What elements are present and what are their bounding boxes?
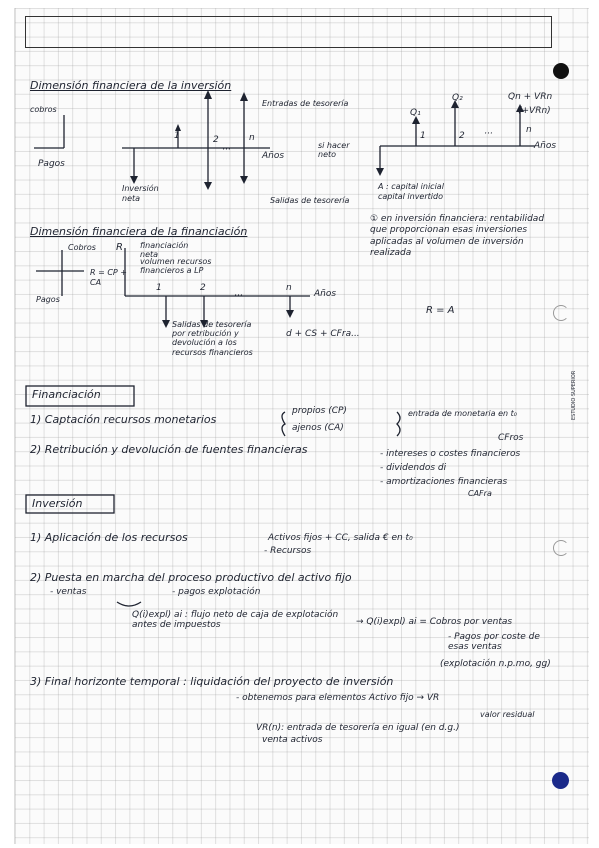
venta-label: venta activos xyxy=(262,735,323,745)
salidas2-label: Salidas de tesorería por retribución y d… xyxy=(172,320,253,357)
inv-item2: 2) Puesta en marcha del proceso producti… xyxy=(30,571,352,584)
amort-label: - amortizaciones financieras xyxy=(380,477,508,487)
salidas-label: Salidas de tesorería xyxy=(270,196,350,205)
black-tab-dot xyxy=(553,63,569,79)
ring-hole-2 xyxy=(553,540,569,556)
tick-dots: ··· xyxy=(222,145,231,155)
tick-1-sec2: 1 xyxy=(156,283,162,293)
si-hacer-label: si hacer neto xyxy=(318,141,350,159)
tick-1-right: 1 xyxy=(420,131,426,141)
explot-label: (explotación n.p.mo, gg) xyxy=(440,659,551,669)
inv-item3: 3) Final horizonte temporal : liquidació… xyxy=(30,675,394,688)
pagos-coste-label: - Pagos por coste de esas ventas xyxy=(448,632,540,653)
cobros-label: cobros xyxy=(30,105,57,114)
cafra-label: CAFra xyxy=(468,489,492,498)
recursos-label: - Recursos xyxy=(264,546,312,556)
top-box xyxy=(25,16,552,48)
tick-n-sec2: n xyxy=(286,283,292,293)
financiacion-heading: Financiación xyxy=(32,388,101,401)
inversion-neta-label: Inversión neta xyxy=(122,184,159,203)
section2-title: Dimensión financiera de la financiación xyxy=(30,225,248,238)
point1-text: ① en inversión financiera: rentabilidad … xyxy=(370,214,545,258)
tick-2-sec2: 2 xyxy=(200,283,206,293)
side-label: ESTUDIO SUPERIOR xyxy=(571,370,577,420)
ventas-label: - ventas xyxy=(50,587,87,597)
pagos-exp-label: - pagos explotación xyxy=(172,587,261,597)
tick-dots-right: ··· xyxy=(484,129,493,139)
fin-item2: 2) Retribución y devolución de fuentes f… xyxy=(30,443,308,456)
dividendos-label: - dividendos di xyxy=(380,463,447,473)
equation-r-a: R = A xyxy=(426,305,455,316)
valor-residual-label: valor residual xyxy=(480,710,535,719)
anos-label: Años xyxy=(262,151,285,161)
inversion-heading: Inversión xyxy=(32,497,83,510)
r-label: R xyxy=(116,242,123,253)
inv-item1: 1) Aplicación de los recursos xyxy=(30,531,188,544)
a-capital-label: A : capital inicial capital invertido xyxy=(378,182,444,201)
qi-label: Q(i)expl) ai : flujo neto de caja de exp… xyxy=(132,610,339,631)
formula-label: d + CS + CFra... xyxy=(286,329,360,339)
fin-neta-label: financiación neta xyxy=(140,241,189,259)
tick-dots-sec2: ··· xyxy=(234,291,243,301)
pagos2-label: Pagos xyxy=(36,295,60,304)
ring-hole-1 xyxy=(553,305,569,321)
tick-n-right: n xyxy=(526,125,532,135)
cobros2-label: Cobros xyxy=(68,243,96,252)
tick-1: 1 xyxy=(174,131,180,141)
pagos-label: Pagos xyxy=(38,159,65,169)
volumen-label: volumen recursos financieros a LP xyxy=(140,257,212,275)
propios-label: propios (CP) xyxy=(292,406,347,416)
activos-label: Activos fijos + CC, salida € en t₀ xyxy=(268,533,413,543)
anos-right-label: Años xyxy=(534,141,557,151)
blue-tab-dot xyxy=(552,772,569,789)
section1-title: Dimensión financiera de la inversión xyxy=(30,79,232,92)
qn2-label: (+VRn) xyxy=(518,106,551,116)
intereses-label: - intereses o costes financieros xyxy=(380,449,521,459)
notebook-page xyxy=(14,8,589,844)
cfros-label: CFros xyxy=(498,433,524,443)
vr-label: VR(n): entrada de tesorería en igual (en… xyxy=(256,723,460,733)
obtenemos-label: - obtenemos para elementos Activo fijo →… xyxy=(236,693,440,703)
tick-2-right: 2 xyxy=(459,131,465,141)
tick-n: n xyxy=(249,133,255,143)
entradas-label: Entradas de tesorería xyxy=(262,99,349,108)
fin-item1: 1) Captación recursos monetarios xyxy=(30,413,217,426)
ajenos-label: ajenos (CA) xyxy=(292,423,344,433)
qi2-label: → Q(i)expl) ai = Cobros por ventas xyxy=(356,617,513,627)
q1-label: Q₁ xyxy=(410,108,421,118)
tick-2: 2 xyxy=(213,135,219,145)
anos2-label: Años xyxy=(314,289,337,299)
rcp-label: R = CP + CA xyxy=(90,268,128,288)
entrada-label: entrada de monetaria en t₀ xyxy=(408,409,517,418)
qn-label: Qn + VRn xyxy=(508,92,553,102)
q2-label: Q₂ xyxy=(452,93,463,103)
